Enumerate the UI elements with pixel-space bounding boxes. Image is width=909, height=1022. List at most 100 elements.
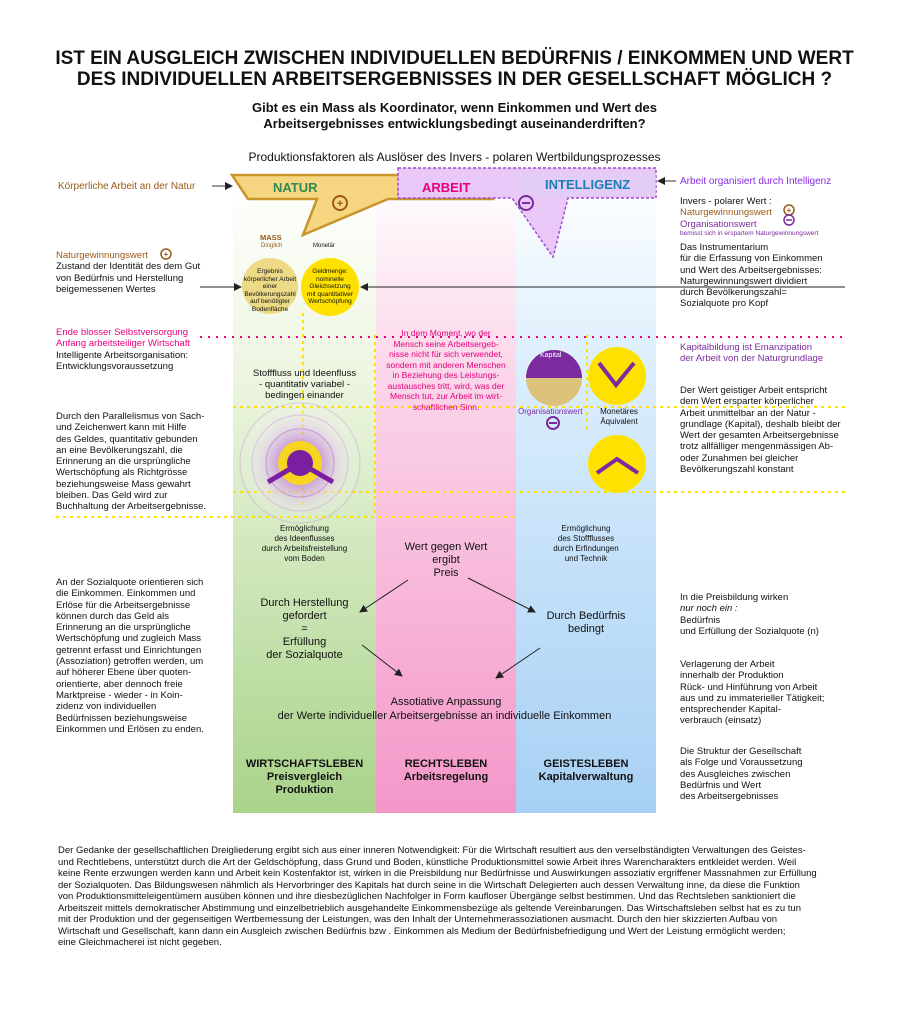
v-marker-top: [597, 361, 636, 389]
main-title-line2: DES INDIVIDUELLEN ARBEITSERGEBNISSES IN …: [76, 69, 833, 90]
text-line: Der Wert geistiger Arbeit entspricht: [680, 385, 828, 396]
sozialquote-text: An der Sozialquote orientieren sich die …: [56, 577, 231, 735]
subtitle-line1: Gibt es ein Mass als Koordinator, wenn E…: [251, 100, 657, 115]
text-line: Wert gegen Wert: [404, 541, 488, 553]
text-line: WIRTSCHAFTSLEBEN: [245, 758, 364, 770]
text-line: Produktion: [275, 784, 334, 796]
text-line: Erinnerung an die ursprüngliche: [56, 456, 191, 468]
text-line: und Erfüllung der Sozialquote (n): [680, 625, 819, 637]
organisationswert-label: Organisationswert: [518, 407, 583, 416]
text-line: auf benötigter: [250, 298, 290, 305]
text-line: bedingen einander: [265, 390, 344, 401]
text-line: der Arbeit von der Naturgrundlage: [680, 353, 824, 365]
text-line: durch Arbeitsfreistellung: [261, 544, 348, 553]
text-line: oder Zunahmen bei gleicher: [680, 452, 799, 464]
kapital-slice: [526, 350, 582, 378]
text-line: In die Preisbildung wirken: [680, 592, 789, 603]
text-line: vom Boden: [284, 554, 325, 563]
text-line: Durch Bedürfnis: [546, 610, 626, 622]
text-line: beigemessenen Wertes: [56, 283, 156, 295]
org-minus-icon: [546, 416, 560, 430]
beduerfnis-text: Durch Bedürfnis bedingt: [516, 610, 656, 636]
produktion-title: Produktionsfaktoren als Auslöser des Inv…: [248, 150, 661, 164]
text-line: austausches tritt, wird, was der: [387, 380, 505, 391]
ermoeglichung-ideen-text: Ermöglichung des Ideenflusses durch Arbe…: [233, 524, 376, 564]
text-line: Wertschöpfung als Richtgrösse: [56, 467, 188, 479]
text-line: Preisvergleich: [266, 771, 343, 783]
text-line: verbrauch (einsatz): [680, 715, 762, 727]
text-line: getrennt erfasst und Einrichtungen: [56, 644, 202, 656]
bemisst-note: bemisst sich in erspartem Naturgewinnung…: [680, 229, 819, 237]
natur-label: NATUR: [273, 180, 318, 195]
text-line: Erfüllung: [282, 636, 327, 648]
text-line: durch Erfindungen: [553, 544, 619, 553]
text-line: Marktpreise - wieder - in Koin-: [56, 689, 183, 701]
ermoeglichung-stoff-text: Ermöglichung des Stoffflusses durch Erfi…: [516, 524, 656, 564]
text-line: von Bedürfnis und Herstellung: [56, 272, 184, 284]
text-line: nur noch ein :: [680, 603, 738, 615]
text-line: Durch den Parallelismus von Sach-: [56, 411, 205, 422]
v-marker-glow: [266, 460, 335, 485]
text-line: für die Erfassung von Einkommen: [680, 253, 823, 265]
text-line: Ergebnis: [257, 268, 283, 275]
text-line: durch Bevölkerungszahl=: [680, 287, 787, 299]
text-line: Wert der gesamten Arbeitsergebnisse: [680, 430, 839, 442]
text-line: beziehungsweise Mass gewahrt: [56, 478, 191, 490]
instrumentarium-text: Das Instrumentarium für die Erfassung vo…: [680, 242, 860, 310]
left-natur-plus-icon: [160, 248, 172, 260]
text-line: der Sozialquote: [266, 649, 343, 661]
text-line: Ermöglichung: [280, 524, 329, 533]
invers-title: Invers - polarer Wert :: [680, 196, 772, 207]
minus-icon: [518, 195, 534, 211]
moment-text: In dem Moment, wo der Mensch seine Arbei…: [384, 328, 508, 412]
text-line: orientierte, aber dennoch freie: [56, 678, 183, 690]
text-line: GEISTESLEBEN: [543, 758, 629, 770]
text-line: Wertschöpfung und zugleich Mass: [56, 633, 202, 645]
text-line: Stofffluss und Ideenfluss: [252, 368, 357, 379]
text-line: des Ausgleiches zwischen: [680, 768, 791, 780]
stofffluss-text: Stofffluss und Ideenfluss - quantitativ …: [233, 368, 376, 401]
geldmenge-circle: [301, 258, 359, 316]
text-line: Bedürfnis: [680, 614, 721, 626]
text-line: Geldmenge:: [312, 268, 348, 275]
text-line: nisse nicht für sich verwendet,: [389, 349, 503, 359]
text-line: Äquivalent: [600, 416, 638, 426]
arbeit-intelligenz-label: Arbeit organisiert durch Intelligenz: [680, 176, 832, 187]
monetaer-circle-bottom: [588, 435, 646, 493]
org-wert-label: Organisationswert: [680, 218, 757, 230]
text-line: und Rechtlebens, unterstützt durch die A…: [58, 856, 797, 868]
text-line: Kapitalbildung ist Emanzipation: [680, 342, 813, 353]
text-line: Arbeitsregelung: [403, 771, 489, 783]
text-line: keine Rente erzwungen werden kann und Ar…: [58, 868, 817, 879]
plus-icon: [332, 195, 348, 211]
text-line: sondern mit anderen Menschen: [386, 359, 506, 370]
text-line: Naturgewinnungswert dividiert: [680, 275, 808, 287]
svg-text:+: +: [787, 206, 792, 215]
text-line: Ende blosser Selbstversorgung: [56, 327, 189, 338]
ende-selbstversorgung-block: Ende blosser Selbstversorgung Anfang arb…: [56, 327, 231, 372]
text-line: Das Instrumentarium: [680, 242, 769, 253]
text-line: Verlagerung der Arbeit: [680, 659, 775, 670]
text-line: Die Struktur der Gesellschaft: [680, 746, 802, 757]
text-line: Wertschöpfung: [308, 298, 352, 305]
text-line: bleiben. Das Geld wird zur: [56, 490, 168, 502]
arbeit-column: [376, 175, 516, 813]
kapital-label: Kapital: [540, 352, 562, 359]
left-natur-wert-label: Naturgewinnungswert: [56, 250, 148, 261]
rechtsleben-label: RECHTSLEBEN Arbeitsregelung: [376, 758, 516, 784]
text-line: Erlöse für die Arbeitsergebnisse: [56, 599, 191, 611]
text-line: können durch das Geld als: [56, 610, 170, 622]
text-line: Wirtschaft und Gesellschaft, kann dann e…: [58, 925, 786, 937]
text-line: Durch Herstellung: [260, 597, 349, 609]
assoziative-anpassung-subtitle: der Werte individueller Arbeitsergebniss…: [277, 710, 612, 722]
natur-wert-label: Naturgewinnungswert: [680, 207, 772, 219]
text-line: aus und zu immaterieller Tätigkeit;: [680, 692, 825, 704]
text-line: Monetäres: [600, 407, 638, 416]
text-line: grundlage (Kapital), deshalb bleibt der: [680, 418, 841, 430]
text-line: schaftlichen Sinn.: [412, 401, 480, 412]
text-line: auf höherer Ebene über quoten-: [56, 667, 192, 679]
herstellung-text: Durch Herstellung gefordert = Erfüllung …: [233, 597, 376, 662]
struktur-text: Die Struktur der Gesellschaft als Folge …: [680, 746, 860, 802]
text-line: innerhalb der Produktion: [680, 670, 784, 682]
